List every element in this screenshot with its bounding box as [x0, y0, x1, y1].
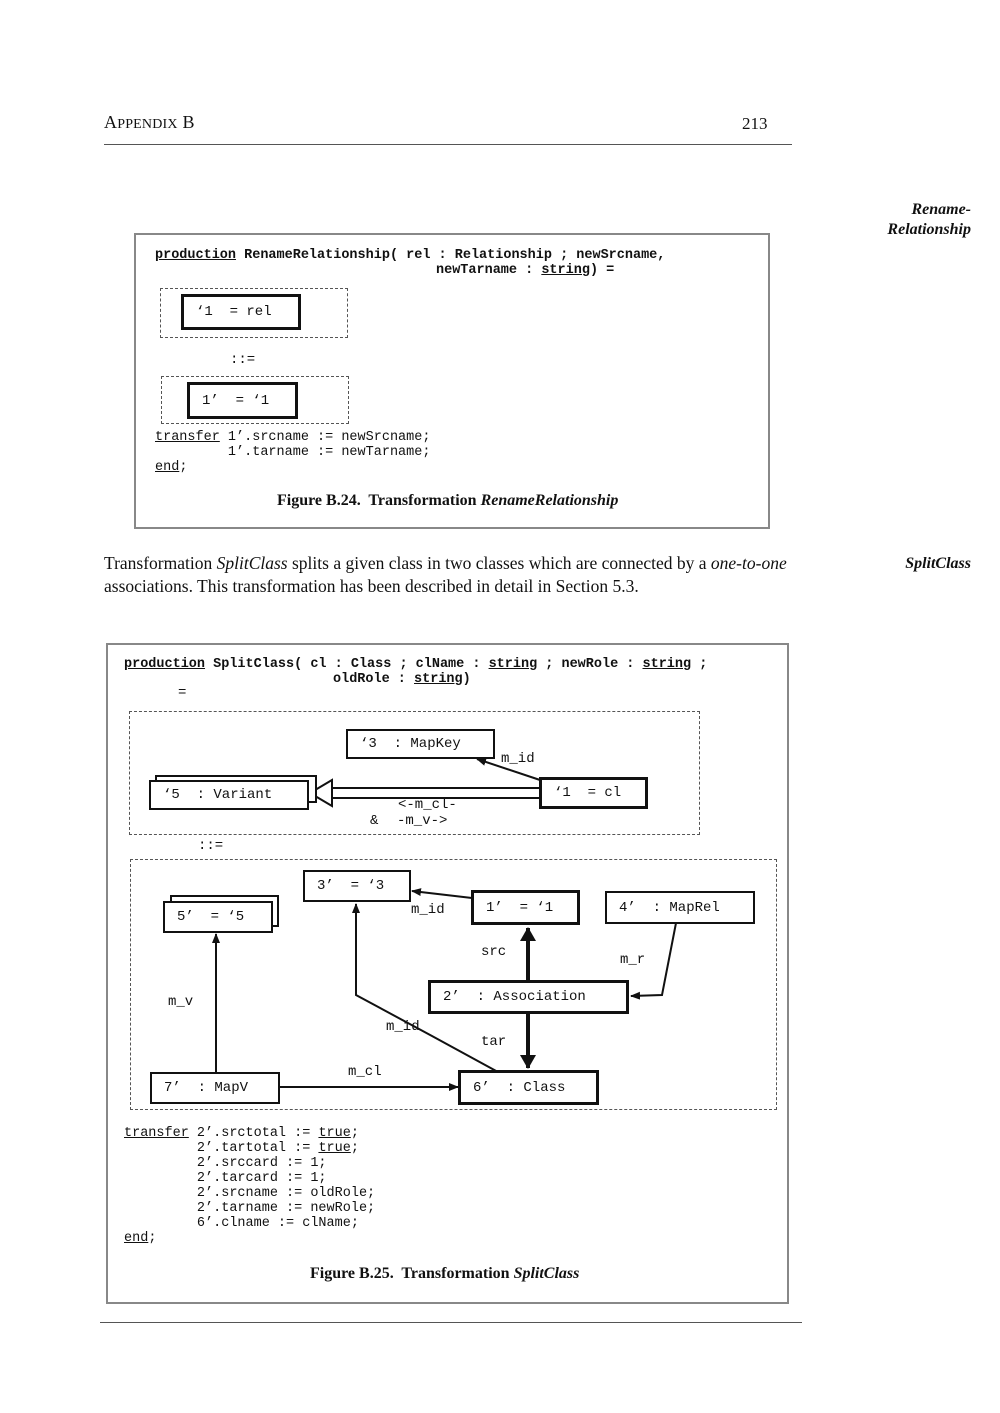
lhs-label-m-id: m_id [501, 751, 535, 767]
footer-rule [100, 1322, 802, 1323]
lhs-label-m-cl: <-m_cl- [398, 797, 457, 813]
figure-b24 [134, 233, 770, 529]
rhs-node-7-mapv: 7’ : MapV [150, 1072, 280, 1104]
rhs-label-m-cl: m_cl [348, 1064, 382, 1080]
rhs-label-tar: tar [481, 1034, 507, 1050]
rhs-node-1: 1’ = ‘1 [471, 890, 580, 925]
rhs-edge-1-to-3 [411, 888, 473, 899]
lhs-edge-mid [476, 758, 541, 781]
margin-note-rename-relationship: Rename- Relationship [887, 201, 971, 238]
fig24-production-line1: production RenameRelationship( rel : Rel… [155, 248, 666, 263]
rhs-label-m-r: m_r [620, 952, 646, 968]
header-rule [104, 144, 792, 145]
fig25-rewrite-symbol: ::= [198, 838, 224, 854]
fig25-equals: = [178, 685, 187, 701]
fig24-caption: Figure B.24. Transformation RenameRelati… [277, 492, 619, 509]
rhs-node-4-maprel: 4’ : MapRel [605, 891, 755, 924]
lhs-node-variant: ‘5 : Variant [149, 780, 309, 810]
rhs-edge-m-r [630, 922, 677, 1000]
lhs-label-amp: & [370, 813, 379, 829]
fig25-rhs-region [130, 859, 777, 1110]
fig24-rhs-region [161, 376, 349, 424]
fig25-transfer-block: transfer 2’.srctotal := true; 2’.tartota… [124, 1126, 376, 1246]
rhs-label-m-id-low: m_id [386, 1019, 420, 1035]
running-header-section: APPENDIX B [104, 112, 195, 132]
fig25-production-line1: production SplitClass( cl : Class ; clNa… [124, 657, 708, 672]
fig24-rhs-node: 1’ = ‘1 [187, 382, 298, 419]
rhs-edge-m-id-low [352, 903, 499, 1073]
lhs-hollow-arrowhead [308, 778, 333, 808]
fig24-rewrite-symbol: ::= [230, 352, 256, 368]
fig24-lhs-node-rel: ‘1 = rel [181, 294, 301, 330]
rhs-node-6-class: 6’ : Class [458, 1070, 599, 1105]
rhs-label-m-id-top: m_id [411, 902, 445, 918]
rhs-label-src: src [481, 944, 507, 960]
figure-b25 [106, 643, 789, 1304]
rhs-node-3: 3’ = ‘3 [303, 870, 411, 902]
fig25-caption: Figure B.25. Transformation SplitClass [310, 1265, 580, 1282]
fig25-lhs-region [129, 711, 700, 835]
page-number: 213 [742, 114, 768, 133]
lhs-node-cl: ‘1 = cl [539, 777, 648, 809]
lhs-node-mapkey: ‘3 : MapKey [346, 729, 495, 759]
rhs-node-5: 5’ = ‘5 [163, 901, 273, 933]
lhs-label-m-v: -m_v-> [397, 813, 448, 829]
body-paragraph: Transformation SplitClass splits a given… [104, 553, 787, 596]
rhs-node-2-association: 2’ : Association [428, 980, 629, 1014]
fig24-production-line2: newTarname : string) = [436, 263, 615, 278]
fig24-transfer-block: transfer 1’.srcname := newSrcname; 1’.ta… [155, 430, 431, 475]
fig24-lhs-region [160, 288, 348, 338]
rhs-label-m-v: m_v [168, 994, 194, 1010]
fig25-production-line2: oldRole : string) [333, 672, 471, 687]
margin-note-split-class: SplitClass [905, 555, 971, 572]
